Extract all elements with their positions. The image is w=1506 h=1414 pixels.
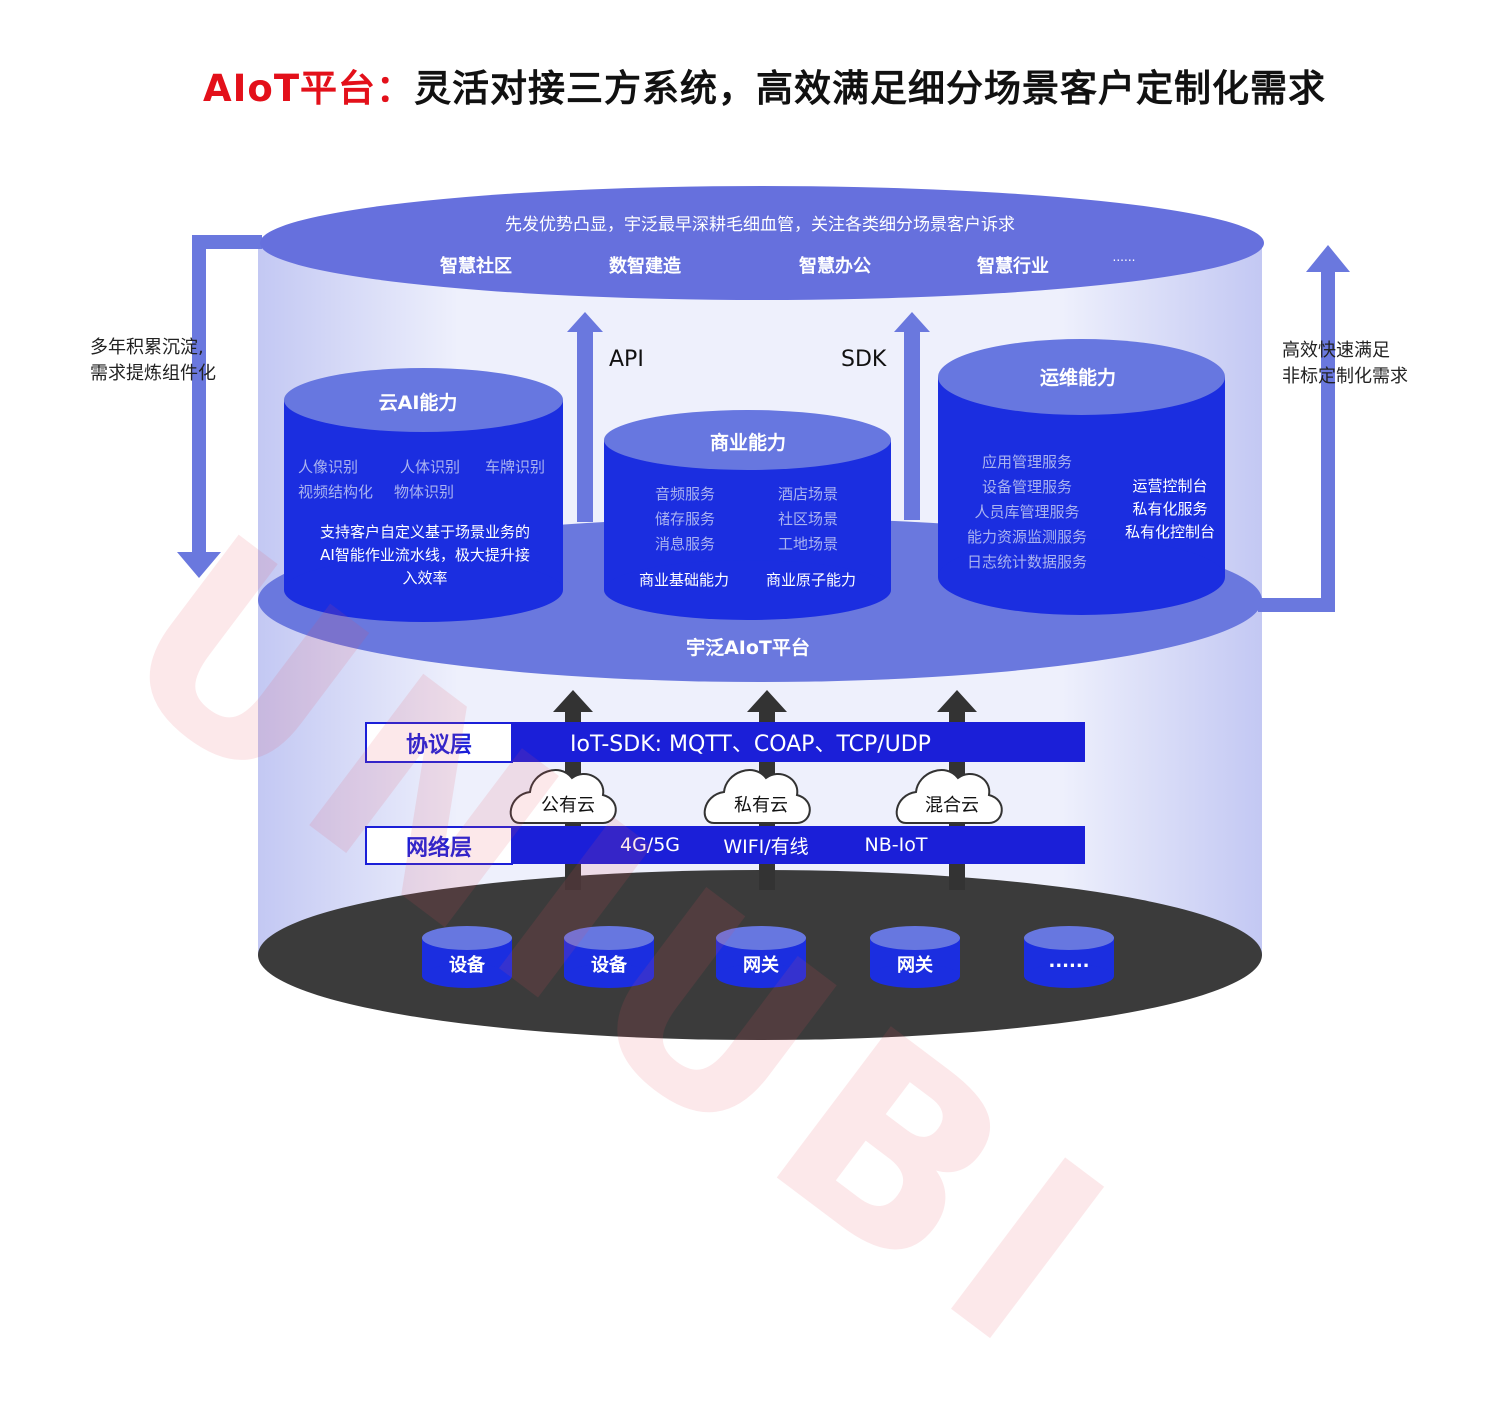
sdk-arrow: [894, 312, 930, 520]
business-footer-basic: 商业基础能力: [639, 571, 730, 589]
ops-cylinder: [938, 339, 1225, 615]
scene-item: 智慧办公: [799, 256, 871, 277]
left-flow-arrow: [192, 235, 262, 555]
cloud-ai-item: 车牌识别: [485, 458, 546, 476]
diagram-shapes: [177, 186, 1350, 1040]
cloud-ai-title: 云AI能力: [378, 392, 458, 414]
device-label: 设备: [449, 955, 485, 976]
ops-services: 应用管理服务设备管理服务人员库管理服务能力资源监测服务日志统计数据服务: [966, 453, 1087, 571]
scene-ellipse: [260, 186, 1264, 300]
business-scenes: 酒店场景社区场景工地场景: [778, 485, 839, 553]
api-arrow: [567, 312, 603, 522]
cloud-public: 公有云: [541, 795, 595, 816]
right-flow-arrow: [1258, 268, 1335, 612]
scene-item: 智慧行业: [977, 256, 1049, 277]
cloud-ai-cylinder: [284, 368, 563, 622]
device-more-label: ......: [1048, 951, 1090, 972]
cloud-private-shape: [703, 769, 811, 824]
business-services: 音频服务储存服务消息服务: [655, 485, 716, 553]
page-title: AIoT平台：灵活对接三方系统，高效满足细分场景客户定制化需求: [203, 67, 1327, 110]
protocol-layer-bar: IoT-SDK: MQTT、COAP、TCP/UDP: [512, 722, 1085, 762]
cloud-ai-item: 人体识别: [400, 458, 461, 476]
business-cylinder: [604, 410, 891, 620]
network-item: NB-IoT: [864, 834, 928, 856]
cloud-hybrid-shape: [895, 769, 1003, 824]
platform-label: 宇泛AIoT平台: [686, 637, 810, 659]
cloud-ai-item: 视频结构化: [298, 483, 374, 501]
cloud-ai-item: 人像识别: [298, 458, 359, 476]
scene-subtitle: 先发优势凸显，宇泛最早深耕毛细血管，关注各类细分场景客户诉求: [505, 215, 1015, 235]
cloud-hybrid: 混合云: [925, 795, 979, 816]
network-layer-bar: 4G/5G WIFI/有线 NB-IoT: [512, 826, 1085, 864]
scene-item: 智慧社区: [440, 256, 512, 277]
business-footer-atomic: 商业原子能力: [766, 571, 857, 589]
device-label: 设备: [591, 955, 627, 976]
cloud-public-shape: [509, 769, 617, 824]
protocol-layer-label: 协议层: [365, 722, 513, 763]
gateway-label: 网关: [897, 955, 933, 976]
scene-item: 数智建造: [609, 256, 681, 277]
business-title: 商业能力: [709, 432, 787, 454]
device-cylinders: [422, 926, 1114, 988]
api-label: API: [609, 347, 644, 372]
network-layer-label: 网络层: [365, 826, 513, 865]
gateway-label: 网关: [743, 955, 779, 976]
right-note: 高效快速满足非标定制化需求: [1282, 340, 1408, 387]
cloud-ai-item: 物体识别: [394, 483, 455, 501]
network-item: 4G/5G: [619, 834, 681, 856]
left-note: 多年积累沉淀,需求提炼组件化: [90, 337, 216, 384]
ops-title: 运维能力: [1039, 367, 1117, 389]
ops-consoles: 运营控制台私有化服务私有化控制台: [1124, 477, 1215, 541]
scene-item-more: ......: [1112, 250, 1136, 264]
sdk-label: SDK: [841, 347, 887, 372]
network-item: WIFI/有线: [723, 835, 809, 858]
cloud-private: 私有云: [734, 795, 788, 816]
